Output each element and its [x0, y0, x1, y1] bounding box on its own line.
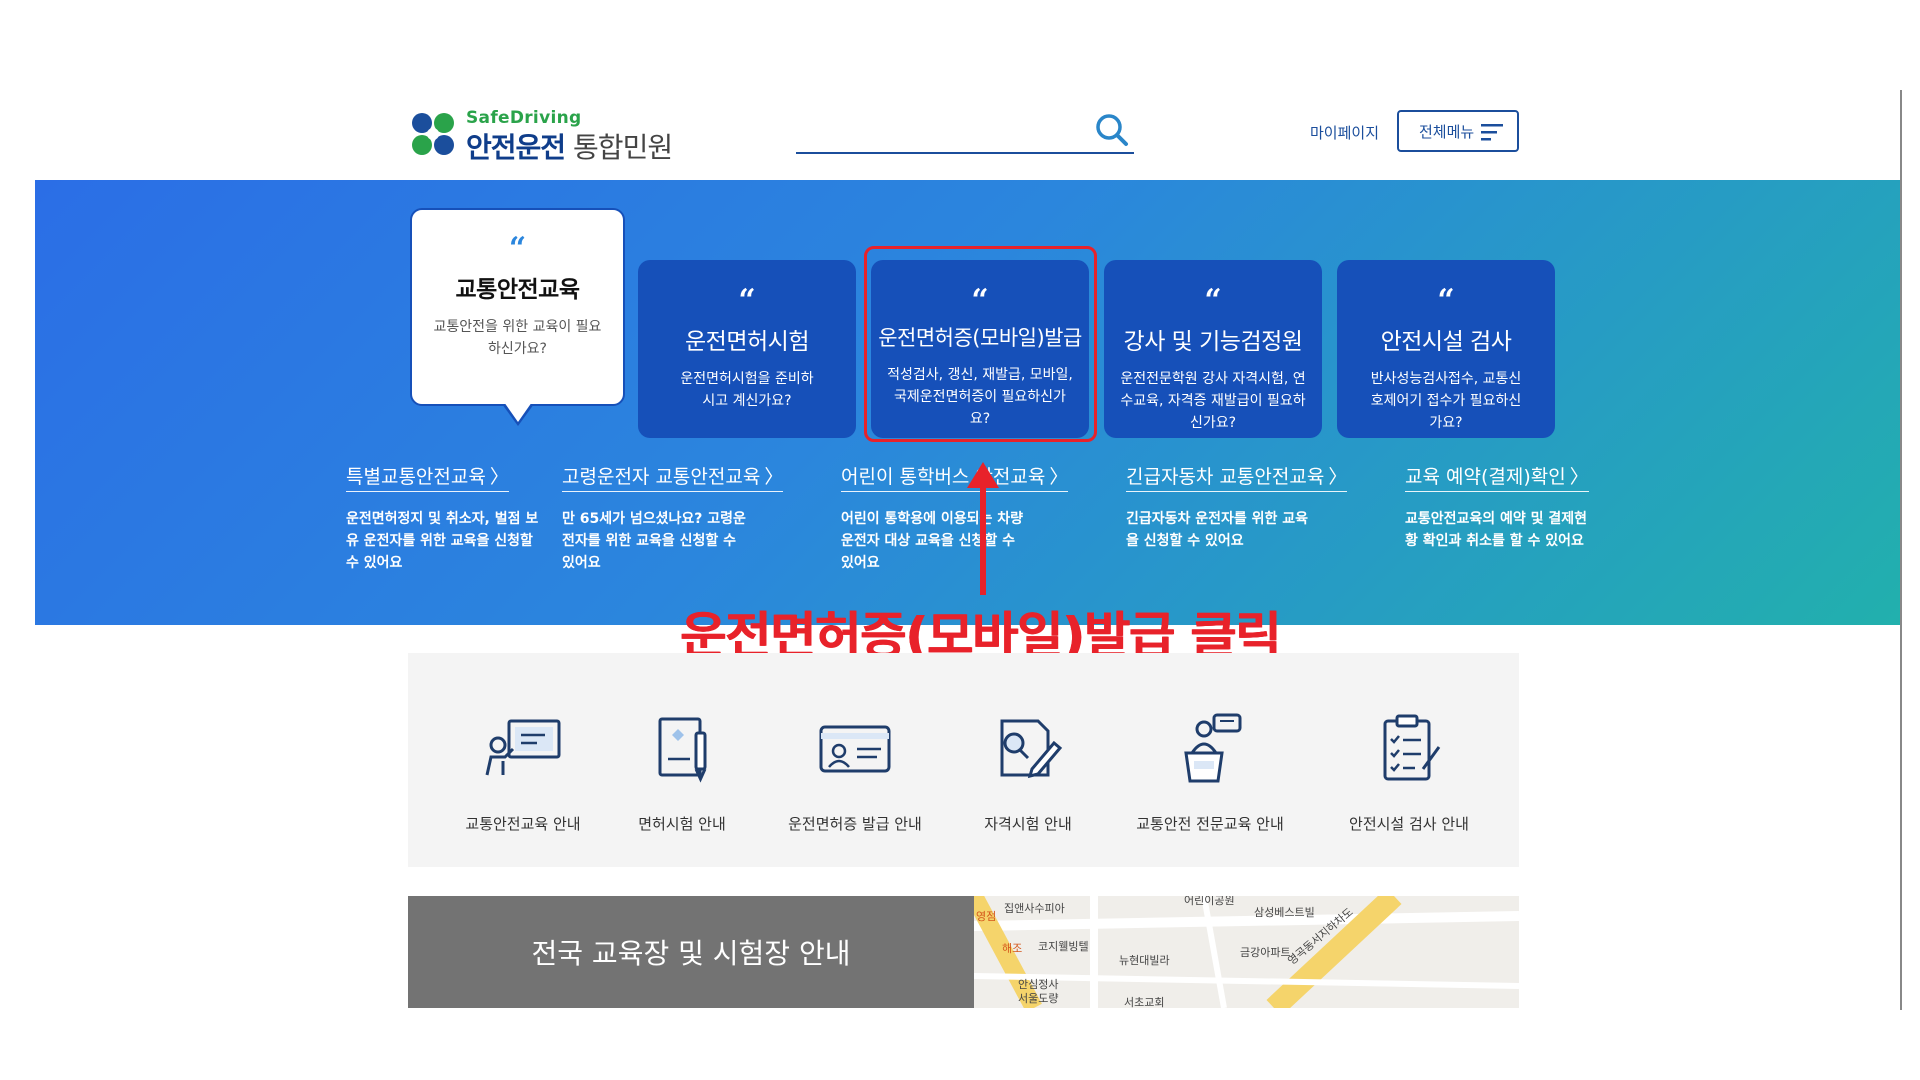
link-desc: 교통안전교육의 예약 및 결제현황 확인과 취소를 할 수 있어요 — [1405, 511, 1588, 549]
link-title-text: 긴급자동차 교통안전교육 — [1126, 466, 1325, 488]
chevron-right-icon: 〉 — [1569, 466, 1589, 488]
map-label: 어린이공원 — [1184, 896, 1235, 907]
chevron-right-icon: 〉 — [1328, 466, 1348, 488]
map-label: 뉴현대빌라 — [1119, 954, 1170, 967]
guide-label: 교통안전교육 안내 — [465, 815, 581, 833]
quote-icon: “ — [971, 283, 989, 318]
checklist-icon — [1383, 714, 1441, 781]
link-emergency-vehicle-education[interactable]: 긴급자동차 교통안전교육〉 긴급자동차 운전자를 위한 교육을 신청할 수 있어… — [1126, 462, 1348, 552]
card-title: 교통안전교육 — [455, 277, 580, 303]
card-desc: 적성검사, 갱신, 재발급, 모바일, 국제운전면허증이 필요하신가요? — [887, 367, 1073, 427]
guide-label: 자격시험 안내 — [984, 815, 1072, 833]
quote-icon: “ — [508, 231, 527, 266]
card-license-issuance[interactable]: “ 운전면허증(모바일)발급 적성검사, 갱신, 재발급, 모바일, 국제운전면… — [871, 260, 1089, 438]
map-label: 안심정사 — [1018, 978, 1059, 991]
link-reservation-check[interactable]: 교육 예약(결제)확인〉 교통안전교육의 예약 및 결제현황 확인과 취소를 할… — [1405, 462, 1590, 552]
guide-label: 면허시험 안내 — [638, 815, 726, 833]
link-title-text: 특별교통안전교육 — [346, 466, 486, 488]
map-label: 서울도량 — [1018, 992, 1059, 1005]
logo-english-text: SafeDriving — [466, 108, 582, 128]
guide-license-exam[interactable]: 면허시험 안내 — [602, 713, 762, 834]
card-title: 안전시설 검사 — [1380, 329, 1512, 355]
guide-license-issuance[interactable]: 운전면허증 발급 안내 — [775, 713, 935, 834]
link-desc: 운전면허정지 및 취소자, 벌점 보유 운전자를 위한 교육을 신청할 수 있어… — [346, 511, 539, 571]
card-instructor-examiner[interactable]: “ 강사 및 기능검정원 운전전문학원 강사 자격시험, 연수교육, 자격증 재… — [1104, 260, 1322, 438]
map-label: 삼성베스트빌 — [1254, 906, 1315, 919]
link-title: 긴급자동차 교통안전교육〉 — [1126, 462, 1348, 492]
link-elderly-education[interactable]: 고령운전자 교통안전교육〉 만 65세가 넘으셨나요? 고령운전자를 위한 교육… — [562, 462, 784, 574]
card-title: 강사 및 기능검정원 — [1123, 329, 1303, 355]
scrollbar[interactable] — [1900, 90, 1902, 1010]
chevron-right-icon: 〉 — [764, 466, 784, 488]
map-label: 영점 — [976, 910, 997, 923]
link-desc: 어린이 통학용에 이용되는 차량 운전자 대상 교육을 신청할 수 있어요 — [841, 511, 1024, 571]
quote-icon: “ — [1437, 283, 1455, 318]
link-desc: 긴급자동차 운전자를 위한 교육을 신청할 수 있어요 — [1126, 511, 1309, 549]
search-input[interactable] — [796, 110, 1134, 154]
link-title: 교육 예약(결제)확인〉 — [1405, 462, 1589, 492]
clover-logo-icon — [412, 113, 454, 155]
all-menu-label: 전체메뉴 — [1419, 122, 1475, 141]
link-title-text: 교육 예약(결제)확인 — [1405, 466, 1566, 488]
logo-name: 안전운전 — [466, 131, 566, 164]
annotation-arrow-line — [980, 480, 986, 595]
quick-guide-panel: 교통안전교육 안내 면허시험 안내 운전면허증 발급 안내 자격시험 — [408, 653, 1519, 867]
guide-safety-facility[interactable]: 안전시설 검사 안내 — [1329, 713, 1489, 834]
search-icon[interactable] — [1094, 112, 1130, 148]
map-label: 해조 — [1002, 942, 1023, 955]
guide-label: 안전시설 검사 안내 — [1349, 815, 1469, 833]
map-preview[interactable]: 영점 집앤사수피아 어린이공원 삼성베스트빌 해조 코지웰빙텔 뉴현대빌라 금강… — [974, 896, 1519, 1008]
card-desc: 교통안전을 위한 교육이 필요하신가요? — [433, 319, 602, 357]
chevron-right-icon: 〉 — [489, 466, 509, 488]
card-desc: 운전전문학원 강사 자격시험, 연수교육, 자격증 재발급이 필요하신가요? — [1120, 371, 1306, 431]
teacher-board-icon — [485, 719, 561, 776]
logo-subtitle: 통합민원 — [573, 131, 673, 164]
id-card-icon — [819, 725, 891, 773]
card-desc: 반사성능검사접수, 교통신호제어기 접수가 필요하신가요? — [1370, 371, 1522, 431]
guide-label: 운전면허증 발급 안내 — [788, 815, 922, 833]
map-label: 서초교회 — [1124, 996, 1165, 1008]
link-title: 특별교통안전교육〉 — [346, 462, 509, 492]
link-desc: 만 65세가 넘으셨나요? 고령운전자를 위한 교육을 신청할 수 있어요 — [562, 511, 746, 571]
guide-professional-education[interactable]: 교통안전 전문교육 안내 — [1130, 713, 1290, 834]
annotation-highlight-box — [864, 246, 1097, 442]
guide-traffic-education[interactable]: 교통안전교육 안내 — [443, 713, 603, 834]
card-traffic-safety-education[interactable]: “ 교통안전교육 교통안전을 위한 교육이 필요하신가요? — [410, 208, 625, 406]
map-label: 금강아파트 — [1240, 946, 1291, 959]
quote-icon: “ — [738, 283, 756, 318]
link-special-education[interactable]: 특별교통안전교육〉 운전면허정지 및 취소자, 벌점 보유 운전자를 위한 교육… — [346, 462, 546, 574]
guide-label: 교통안전 전문교육 안내 — [1136, 815, 1284, 833]
exam-pen-icon — [1000, 719, 1063, 779]
guide-qualification-exam[interactable]: 자격시험 안내 — [948, 713, 1108, 834]
card-safety-facility-inspection[interactable]: “ 안전시설 검사 반사성능검사접수, 교통신호제어기 접수가 필요하신가요? — [1337, 260, 1555, 438]
map-label: 코지웰빙텔 — [1038, 940, 1089, 953]
card-pointer — [504, 402, 532, 422]
map-label: 집앤사수피아 — [1004, 902, 1065, 915]
quote-icon: “ — [1204, 283, 1222, 318]
link-title: 고령운전자 교통안전교육〉 — [562, 462, 784, 492]
card-license-exam[interactable]: “ 운전면허시험 운전면허시험을 준비하시고 계신가요? — [638, 260, 856, 438]
card-title: 운전면허시험 — [685, 329, 809, 355]
all-menu-button[interactable]: 전체메뉴 — [1397, 110, 1519, 152]
card-desc: 운전면허시험을 준비하시고 계신가요? — [680, 371, 814, 409]
nationwide-center-guide-button[interactable]: 전국 교육장 및 시험장 안내 — [408, 896, 974, 1008]
chevron-right-icon: 〉 — [1049, 466, 1069, 488]
document-pen-icon — [658, 717, 707, 783]
link-title-text: 어린이 통학버스 안전교육 — [841, 466, 1046, 488]
hamburger-icon — [1481, 124, 1503, 141]
mypage-link[interactable]: 마이페이지 — [1310, 124, 1380, 142]
link-title-text: 고령운전자 교통안전교육 — [562, 466, 761, 488]
lecturer-podium-icon — [1184, 713, 1242, 783]
map-roads — [974, 896, 1519, 1008]
card-title: 운전면허증(모바일)발급 — [878, 326, 1082, 350]
link-title: 어린이 통학버스 안전교육〉 — [841, 462, 1069, 492]
